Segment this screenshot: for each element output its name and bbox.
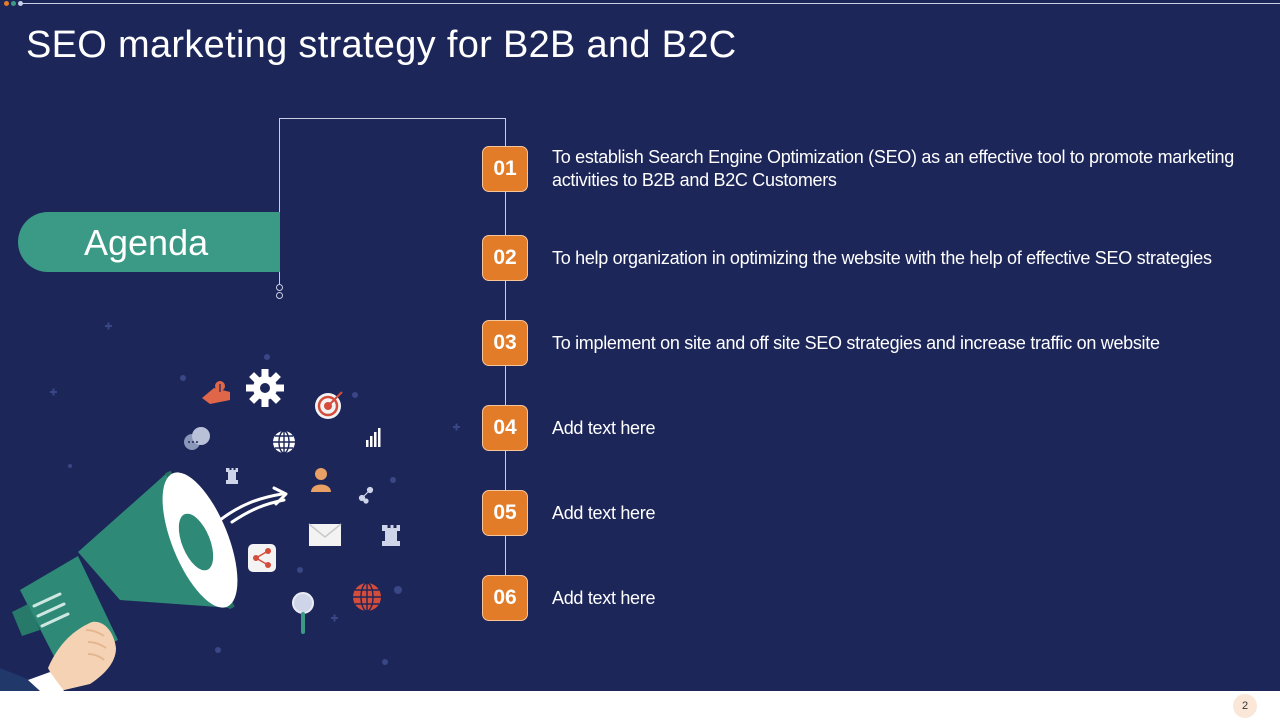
connector-left-vertical — [279, 118, 280, 284]
agenda-label: Agenda — [84, 222, 209, 263]
agenda-item-text: To help organization in optimizing the w… — [552, 247, 1212, 268]
slide: SEO marketing strategy for B2B and B2C A… — [0, 0, 1280, 691]
envelope-icon — [308, 523, 342, 546]
megaphone-icon — [12, 470, 238, 668]
agenda-item-text: To establish Search Engine Optimization … — [552, 147, 1234, 190]
target-icon — [315, 391, 343, 419]
share-icon — [248, 544, 276, 572]
slide-indicator-dots — [4, 1, 23, 6]
money-hand-icon — [202, 377, 230, 404]
connector-horizontal — [279, 118, 506, 119]
connector-node — [276, 284, 283, 291]
magnifier-icon — [292, 592, 314, 634]
agenda-number-badge: 05 — [482, 490, 528, 536]
agenda-item-02: 02 To help organization in optimizing th… — [482, 235, 1272, 283]
agenda-number-badge: 03 — [482, 320, 528, 366]
agenda-item-06: 06 Add text here — [482, 575, 1272, 623]
timeline-line — [505, 118, 506, 618]
globe-icon — [273, 430, 295, 454]
agenda-item-text: Add text here — [552, 587, 656, 608]
footer-bar — [0, 691, 1280, 720]
agenda-item-04: 04 Add text here — [482, 405, 1272, 453]
page-number: 2 — [1233, 694, 1257, 718]
agenda-number-badge: 06 — [482, 575, 528, 621]
gear-icon — [246, 369, 284, 407]
decorative-dots — [50, 322, 460, 665]
agenda-tab — [18, 212, 280, 272]
hand-icon — [0, 621, 116, 691]
connector-node — [276, 292, 283, 299]
agenda-item-05: 05 Add text here — [482, 490, 1272, 538]
arrows-icon — [218, 486, 288, 524]
agenda-number-badge: 02 — [482, 235, 528, 281]
agenda-number-badge: 01 — [482, 146, 528, 192]
bar-chart-icon — [366, 428, 381, 447]
agenda-item-01: 01 To establish Search Engine Optimizati… — [482, 146, 1272, 194]
agenda-item-text: To implement on site and off site SEO st… — [552, 332, 1160, 353]
agenda-item-03: 03 To implement on site and off site SEO… — [482, 320, 1272, 368]
network-icon — [358, 486, 374, 504]
world-globe-icon — [353, 582, 381, 612]
chess-rook-icon — [226, 468, 400, 546]
user-icon — [311, 468, 331, 492]
slide-title: SEO marketing strategy for B2B and B2C — [26, 24, 737, 66]
agenda-item-text: Add text here — [552, 417, 656, 438]
top-rule — [22, 3, 1280, 4]
chat-bubbles-icon — [184, 427, 210, 450]
megaphone-illustration — [0, 322, 460, 691]
agenda-number-badge: 04 — [482, 405, 528, 451]
agenda-item-text: Add text here — [552, 502, 656, 523]
